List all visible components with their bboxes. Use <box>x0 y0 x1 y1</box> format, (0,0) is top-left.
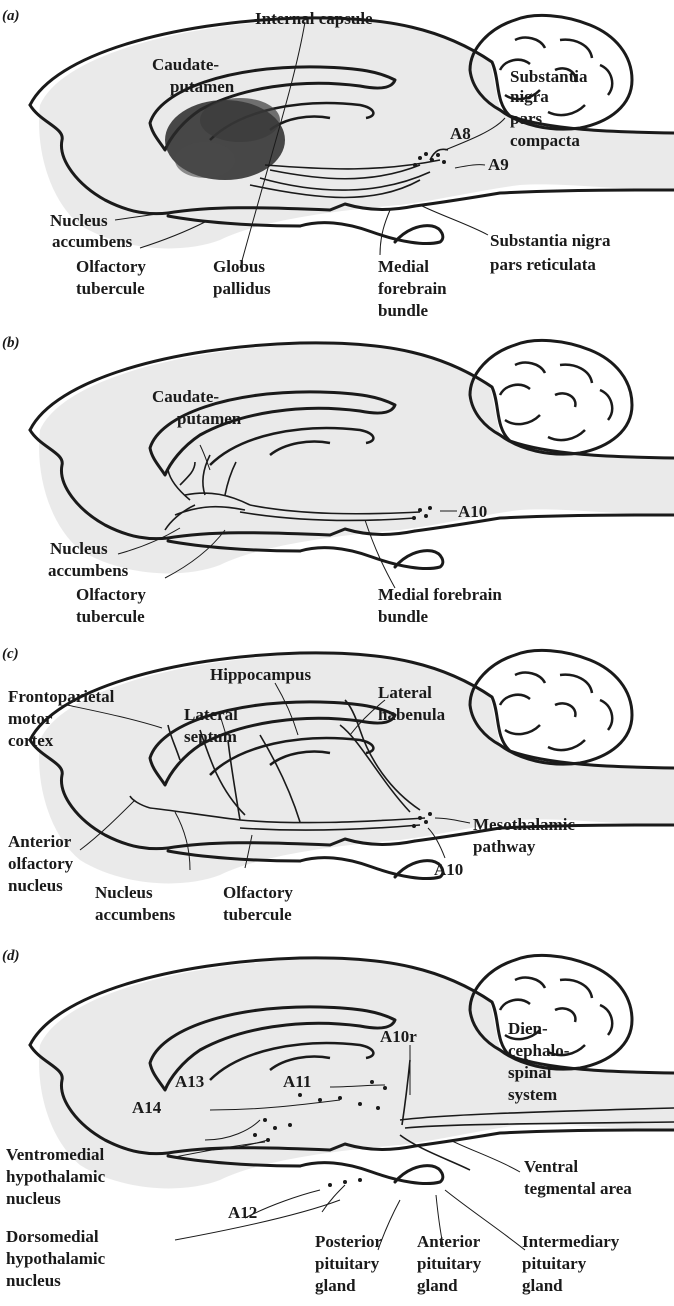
label-nucleus: nucleus <box>6 1189 61 1208</box>
label-medial: Medial <box>378 257 429 276</box>
label-caudate: Caudate- <box>152 55 219 74</box>
label-hippocampus: Hippocampus <box>210 665 311 684</box>
label-dorsomedial: Dorsomedial <box>6 1227 99 1246</box>
label-bundle: bundle <box>378 301 429 320</box>
label-septum: septum <box>184 727 237 746</box>
label-tubercule: tubercule <box>76 279 145 298</box>
label-a10: A10 <box>458 502 487 521</box>
label-bundle: bundle <box>378 607 429 626</box>
panel-label: (c) <box>2 646 19 662</box>
label-tegmental-area: tegmental area <box>524 1179 632 1198</box>
label-cephalo: cephalo- <box>508 1041 570 1060</box>
label-accumbens: accumbens <box>95 905 176 924</box>
label-medial-forebrain: Medial forebrain <box>378 585 502 604</box>
label-nigra: nigra <box>510 87 549 106</box>
label-system: system <box>508 1085 557 1104</box>
label-lateral: Lateral <box>184 705 238 724</box>
label-nucleus: nucleus <box>8 876 63 895</box>
label-pars-reticulata: pars reticulata <box>490 255 596 274</box>
label-habenula: habenula <box>378 705 446 724</box>
label-substantia-nigra: Substantia nigra <box>490 231 611 250</box>
label-substantia: Substantia <box>510 67 588 86</box>
panel-label: (b) <box>2 335 20 351</box>
label-tubercule: tubercule <box>223 905 292 924</box>
label-putamen: putamen <box>177 409 242 428</box>
label-accumbens: accumbens <box>48 561 129 580</box>
label-ventral: Ventral <box>524 1157 578 1176</box>
label-gland: gland <box>315 1276 356 1295</box>
label-forebrain: forebrain <box>378 279 447 298</box>
label-gland-3: gland <box>522 1276 563 1295</box>
label-pituitary-2: pituitary <box>417 1254 482 1273</box>
label-pars: pars <box>510 109 543 128</box>
label-dien: Dien- <box>508 1019 548 1038</box>
label-pallidus: pallidus <box>213 279 271 298</box>
label-hypothalamic-2: hypothalamic <box>6 1249 106 1268</box>
label-motor: motor <box>8 709 53 728</box>
label-intermediary: Intermediary <box>522 1232 620 1251</box>
panel-label: (d) <box>2 948 20 964</box>
label-olfactory-2: Olfactory <box>223 883 293 902</box>
label-putamen: putamen <box>170 77 235 96</box>
label-pituitary-3: pituitary <box>522 1254 587 1273</box>
label-ventromedial: Ventromedial <box>6 1145 105 1164</box>
label-a8: A8 <box>450 124 471 143</box>
label-a13: A13 <box>175 1072 204 1091</box>
label-caudate: Caudate- <box>152 387 219 406</box>
label-a11: A11 <box>283 1072 311 1091</box>
label-compacta: compacta <box>510 131 580 150</box>
label-pathway: pathway <box>473 837 536 856</box>
label-internal-capsule: Internal capsule <box>255 9 373 28</box>
panel-a: (a) Internal capsule Caudate <box>2 8 674 320</box>
label-posterior: Posterior <box>315 1232 382 1251</box>
label-accumbens: accumbens <box>52 232 133 251</box>
label-cortex: cortex <box>8 731 54 750</box>
panel-label: (a) <box>2 8 20 24</box>
label-olfactory: Olfactory <box>76 257 146 276</box>
label-olfactory: olfactory <box>8 854 74 873</box>
panel-c: (c) Hippocampus Frontopa <box>2 646 674 924</box>
label-nucleus-2: nucleus <box>6 1271 61 1290</box>
label-anterior: Anterior <box>417 1232 481 1251</box>
label-a10: A10 <box>434 860 463 879</box>
label-a9: A9 <box>488 155 509 174</box>
label-nucleus-2: Nucleus <box>95 883 153 902</box>
label-a14: A14 <box>132 1098 162 1117</box>
label-globus: Globus <box>213 257 265 276</box>
label-mesothalamic: Mesothalamic <box>473 815 575 834</box>
label-a10r: A10r <box>380 1027 417 1046</box>
label-olfactory: Olfactory <box>76 585 146 604</box>
label-hypothalamic: hypothalamic <box>6 1167 106 1186</box>
panel-b: (b) Caudate- putamen A10 Nucleus accumbe <box>2 335 674 626</box>
label-anterior: Anterior <box>8 832 72 851</box>
label-lateral-2: Lateral <box>378 683 432 702</box>
label-gland-2: gland <box>417 1276 458 1295</box>
label-tubercule: tubercule <box>76 607 145 626</box>
panel-d: (d) Die <box>2 948 674 1295</box>
label-nucleus: Nucleus <box>50 539 108 558</box>
label-nucleus: Nucleus <box>50 211 108 230</box>
label-frontoparietal: Frontoparietal <box>8 687 115 706</box>
label-a12: A12 <box>228 1203 257 1222</box>
label-spinal: spinal <box>508 1063 552 1082</box>
label-pituitary: pituitary <box>315 1254 380 1273</box>
